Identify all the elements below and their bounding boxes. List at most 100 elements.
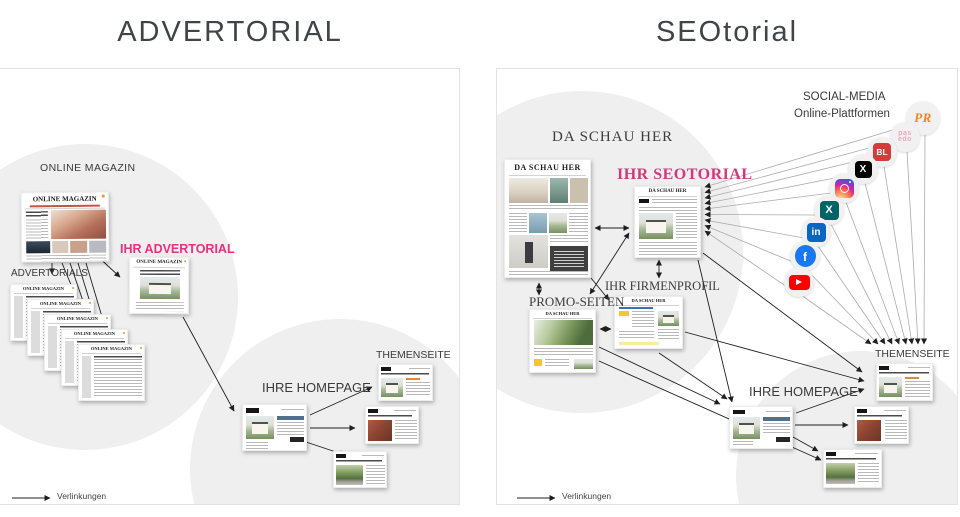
headline-block (763, 417, 790, 421)
sidebar-block (82, 356, 91, 398)
site-logo (733, 410, 745, 414)
text-lines (135, 301, 184, 312)
house-shape (646, 220, 666, 234)
divider (533, 318, 592, 319)
house-shape (252, 422, 268, 435)
house-photo (139, 276, 181, 300)
cover-photo (50, 209, 107, 240)
trees-photo (826, 463, 855, 484)
ihr-seotorial-page: DA SCHAU HER (634, 186, 701, 258)
divider (65, 338, 124, 339)
youtube-play-icon (796, 279, 802, 285)
ihre-homepage-label: IHRE HOMEPAGE (262, 380, 371, 395)
magazine-masthead: DA SCHAU HER (514, 163, 581, 172)
house-photo (733, 417, 760, 439)
background-circle (190, 319, 459, 504)
text-lines (406, 382, 430, 397)
text-lines (366, 465, 385, 485)
advertorial-title: ADVERTORIAL (117, 16, 343, 48)
divider (509, 175, 586, 176)
house-shape (738, 423, 755, 435)
themenseite-page (876, 363, 933, 401)
text-lines (509, 213, 527, 233)
site-logo (879, 366, 889, 370)
da-schau-her-label: DA SCHAU HER (552, 129, 674, 145)
seotorial-title: SEOtorial (655, 16, 799, 48)
text-lines (395, 420, 417, 441)
ihr-advertorial-label: IHR ADVERTORIAL (120, 242, 235, 256)
car-photo (26, 241, 51, 254)
dark-feature-block (550, 246, 588, 272)
themenseite-page (378, 364, 433, 401)
divider (618, 304, 679, 306)
masthead-mark (184, 260, 187, 263)
house-photo (574, 359, 593, 369)
text-lines (619, 331, 654, 339)
text-lines (858, 463, 879, 484)
nav-lines (394, 410, 416, 412)
house-shape (884, 382, 897, 393)
headline-block (381, 373, 429, 376)
divider (638, 196, 697, 197)
divider (82, 353, 141, 354)
sidebar-block (48, 326, 57, 368)
nav-lines (884, 410, 906, 412)
logo-block (619, 311, 629, 316)
site-logo (826, 452, 836, 456)
house-photo (549, 213, 567, 233)
house-photo (879, 377, 902, 397)
bloglovin-icon: BL (873, 143, 891, 161)
article-page-trees (333, 451, 387, 488)
social-icon-youtube (784, 267, 814, 297)
headline-block (879, 372, 929, 375)
text-lines (639, 242, 697, 255)
house-photo (658, 311, 679, 326)
magazine-masthead: ONLINE MAGAZIN (73, 331, 116, 336)
text-lines (652, 199, 697, 205)
text-lines (277, 422, 304, 435)
house-shape (662, 315, 675, 324)
ihr-advertorial-page: ONLINE MAGAZIN (128, 256, 190, 315)
headline-block (336, 460, 382, 463)
masthead-mark (101, 194, 105, 198)
magazine-masthead: DA SCHAU HER (648, 189, 687, 194)
magazine-masthead: ONLINE MAGAZIN (22, 286, 65, 291)
divider (48, 323, 107, 324)
social-media-label: SOCIAL-MEDIA (803, 91, 886, 103)
site-logo (639, 199, 649, 203)
headline-block (94, 356, 142, 360)
masthead-mark (89, 301, 91, 304)
masthead-mark (140, 346, 142, 349)
headline-block (368, 415, 412, 418)
headline-block (857, 415, 902, 418)
highlight-row (619, 342, 659, 345)
small-photo (89, 240, 107, 253)
sidebar-block (31, 311, 40, 353)
magazine-masthead: DA SCHAU HER (631, 297, 666, 303)
headline-block (826, 458, 876, 461)
red-subtitle-line (29, 204, 100, 207)
headline-block (77, 341, 125, 345)
building-photo (534, 320, 593, 345)
text-lines (639, 207, 697, 211)
social-icon-pr: PR (906, 101, 940, 135)
article-page-trees (823, 449, 882, 488)
seotorial-diagram: DA SCHAU HER DA SCHAU HER (496, 68, 958, 505)
themenseite-label: THEMENSEITE (376, 349, 451, 361)
link-line (619, 307, 653, 309)
promo-seite-page: DA SCHAU HER (529, 309, 596, 373)
ihre-homepage-label: IHRE HOMEPAGE (749, 384, 858, 399)
social-icon-linkedin: in (801, 217, 831, 247)
house-photo (246, 416, 274, 439)
masthead-mark (72, 286, 74, 289)
site-logo (336, 454, 346, 458)
x-twitter-icon: X (854, 160, 872, 178)
trees-photo (336, 465, 363, 485)
text-lines (658, 329, 679, 339)
magazine-masthead: ONLINE MAGAZIN (56, 316, 99, 321)
instagram-icon (834, 178, 854, 198)
sidebar-block (65, 341, 74, 383)
house-shape (148, 283, 172, 295)
advertorial-section: ADVERTORIAL (0, 0, 460, 517)
text-lines (94, 362, 142, 398)
